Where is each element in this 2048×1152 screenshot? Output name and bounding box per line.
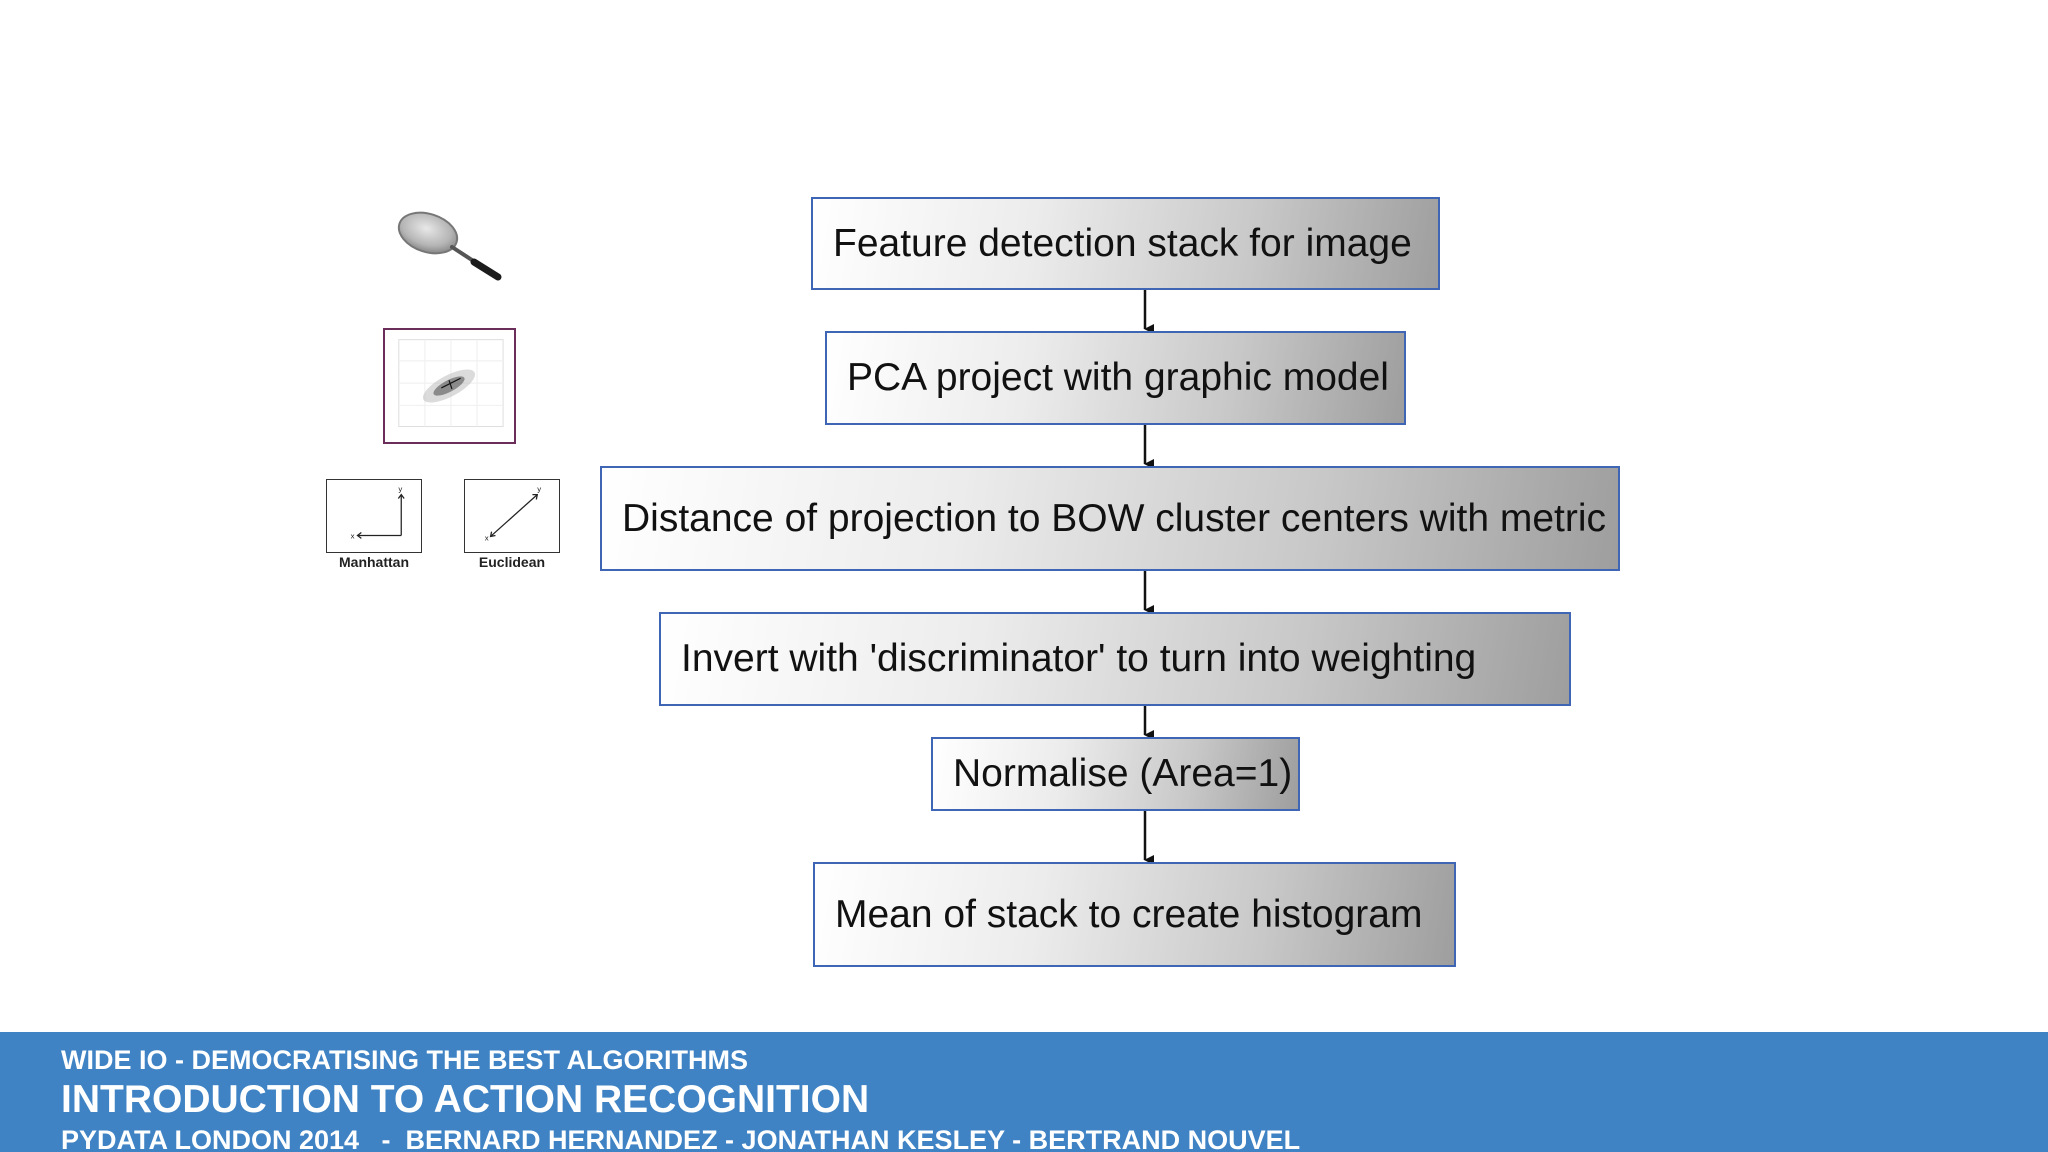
step-feature-detection: Feature detection stack for image — [811, 197, 1440, 290]
svg-text:x: x — [485, 533, 489, 542]
step-label: PCA project with graphic model — [847, 356, 1389, 399]
euclidean-diagram: x y — [464, 479, 560, 553]
step-label: Mean of stack to create histogram — [835, 892, 1423, 936]
step-mean-histogram: Mean of stack to create histogram — [813, 862, 1456, 967]
step-label: Feature detection stack for image — [833, 221, 1412, 265]
svg-text:x: x — [351, 531, 355, 540]
step-label: Distance of projection to BOW cluster ce… — [622, 496, 1607, 540]
step-pca-project: PCA project with graphic model — [825, 331, 1406, 425]
step-normalise: Normalise (Area=1) — [931, 737, 1300, 811]
pca-scatter-thumbnail — [383, 328, 516, 444]
svg-text:y: y — [537, 485, 541, 494]
presentation-title: INTRODUCTION TO ACTION RECOGNITION — [61, 1078, 870, 1121]
svg-text:y: y — [398, 485, 402, 494]
footer-tagline: WIDE IO - DEMOCRATISING THE BEST ALGORIT… — [61, 1045, 748, 1075]
step-label: Invert with 'discriminator' to turn into… — [681, 637, 1477, 680]
euclidean-label: Euclidean — [478, 554, 546, 570]
strainer-icon — [397, 211, 502, 281]
manhattan-label: Manhattan — [339, 554, 409, 570]
scatter-plot-image — [398, 339, 504, 428]
step-distance-bow: Distance of projection to BOW cluster ce… — [600, 466, 1620, 571]
footer-banner: WIDE IO - DEMOCRATISING THE BEST ALGORIT… — [0, 1032, 2048, 1152]
step-label: Normalise (Area=1) — [953, 752, 1293, 795]
manhattan-diagram: x y — [326, 479, 422, 553]
step-invert-discriminator: Invert with 'discriminator' to turn into… — [659, 612, 1571, 706]
footer-authors: PYDATA LONDON 2014 - BERNARD HERNANDEZ -… — [61, 1125, 1301, 1152]
